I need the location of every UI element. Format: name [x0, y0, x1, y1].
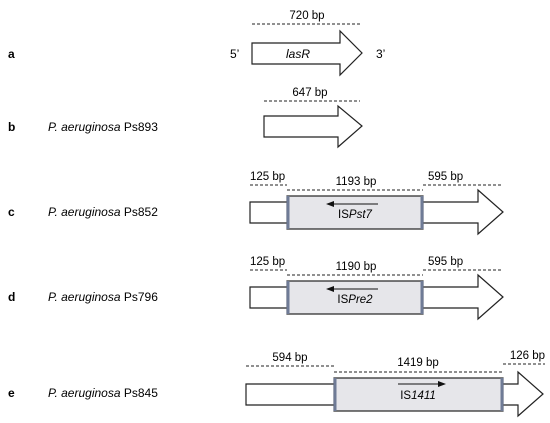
panel-c-is-label: ISPst7: [338, 209, 372, 221]
panel-e: e P. aeruginosa Ps845 594 bp 1419 bp 126…: [8, 350, 545, 418]
panel-d-is-length: 1190 bp: [336, 261, 377, 273]
three-prime-label: 3’: [376, 47, 385, 61]
panel-c-strain: P. aeruginosa Ps852: [48, 205, 158, 219]
panel-a-label: a: [8, 47, 15, 61]
panel-e-left-length: 594 bp: [272, 352, 307, 364]
panel-e-strain: P. aeruginosa Ps845: [48, 386, 158, 400]
panel-b: b P. aeruginosa Ps893 647 bp: [8, 87, 363, 149]
panel-e-label: e: [8, 386, 15, 400]
five-prime-label: 5’: [230, 47, 239, 61]
panel-c-label: c: [8, 205, 15, 219]
panel-d-right-length: 595 bp: [428, 256, 463, 268]
panel-d-is-direction-arrowhead: [326, 286, 334, 292]
panel-c-left-length: 125 bp: [250, 171, 285, 183]
panel-c-is-length: 1193 bp: [336, 176, 377, 188]
panel-d-is-label: ISPre2: [337, 294, 373, 306]
panel-d-label: d: [8, 290, 15, 304]
lasr-gene-label: lasR: [286, 47, 310, 61]
panel-d-strain: P. aeruginosa Ps796: [48, 290, 158, 304]
panel-a: a 720 bp 5’ lasR 3’: [8, 10, 385, 77]
panel-c: c P. aeruginosa Ps852 125 bp 1193 bp 595…: [8, 171, 504, 236]
truncated-lasr-arrow: [263, 104, 363, 149]
panel-b-strain: P. aeruginosa Ps893: [48, 120, 158, 134]
panel-c-right-length: 595 bp: [428, 171, 463, 183]
panel-e-is-label: IS1411: [400, 390, 436, 402]
panel-b-label: b: [8, 120, 15, 134]
panel-e-right-length: 126 bp: [510, 350, 545, 362]
panel-b-length: 647 bp: [292, 87, 327, 99]
panel-a-length: 720 bp: [289, 10, 324, 22]
panel-d-left-length: 125 bp: [250, 256, 285, 268]
panel-d: d P. aeruginosa Ps796 125 bp 1190 bp 595…: [8, 256, 504, 321]
panel-e-is-length: 1419 bp: [397, 357, 439, 369]
lasr-gene-arrow: [251, 29, 363, 77]
panel-c-is-direction-arrowhead: [326, 201, 334, 207]
panel-e-is-direction-arrowhead: [438, 381, 446, 387]
